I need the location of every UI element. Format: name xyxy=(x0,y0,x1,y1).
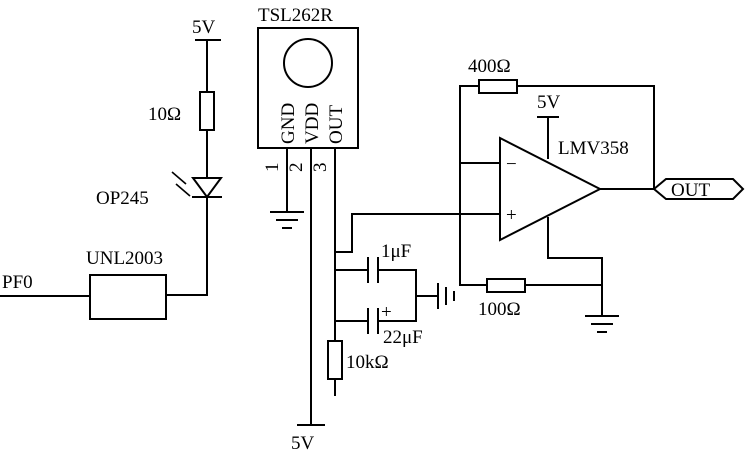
label-pin-gnd: GND xyxy=(278,103,299,144)
led-branch xyxy=(0,39,223,320)
label-pin-1: 1 xyxy=(262,163,283,173)
label-10k-ohm: 10kΩ xyxy=(346,352,389,373)
label-5v-opamp: 5V xyxy=(537,92,561,113)
opamp-stage xyxy=(459,79,745,333)
resistor-100-ohm xyxy=(486,278,526,293)
output-port-out xyxy=(652,178,745,200)
sensor-tsl262r xyxy=(257,27,359,426)
label-pin-3: 3 xyxy=(310,163,331,173)
label-1uf: 1μF xyxy=(381,241,411,262)
sensor-lens xyxy=(283,38,333,88)
light-ray-1 xyxy=(171,171,187,185)
label-lmv358: LMV358 xyxy=(558,138,629,159)
label-tsl262r: TSL262R xyxy=(258,5,333,26)
label-22uf: 22μF xyxy=(383,327,423,348)
labels: 5V 10Ω OP245 UNL2003 PF0 TSL262R GND VDD… xyxy=(2,5,710,454)
label-pin-vdd: VDD xyxy=(302,103,323,144)
label-opamp-plus: + xyxy=(506,205,517,226)
driver-unl2003-box xyxy=(89,274,167,320)
light-ray-2 xyxy=(175,183,191,197)
resistor-10-ohm xyxy=(199,91,215,131)
label-pf0: PF0 xyxy=(2,272,33,293)
led-op245-symbol xyxy=(191,177,223,199)
opamp-lmv358-symbol xyxy=(499,136,603,242)
label-100-ohm: 100Ω xyxy=(478,299,521,320)
label-pin-2: 2 xyxy=(286,163,307,173)
label-output-out: OUT xyxy=(671,180,710,201)
label-op245: OP245 xyxy=(96,188,149,209)
label-10-ohm: 10Ω xyxy=(148,104,181,125)
label-pin-out: OUT xyxy=(326,105,347,144)
label-5v-bottom: 5V xyxy=(291,433,315,454)
resistor-400-ohm xyxy=(478,79,518,94)
resistor-10k-ohm xyxy=(327,340,343,380)
label-400-ohm: 400Ω xyxy=(468,56,511,77)
label-unl2003: UNL2003 xyxy=(86,248,163,269)
label-5v-top: 5V xyxy=(192,17,216,38)
label-cap-plus: + xyxy=(381,302,392,323)
label-opamp-minus: − xyxy=(506,154,517,175)
filter-network xyxy=(327,213,501,380)
